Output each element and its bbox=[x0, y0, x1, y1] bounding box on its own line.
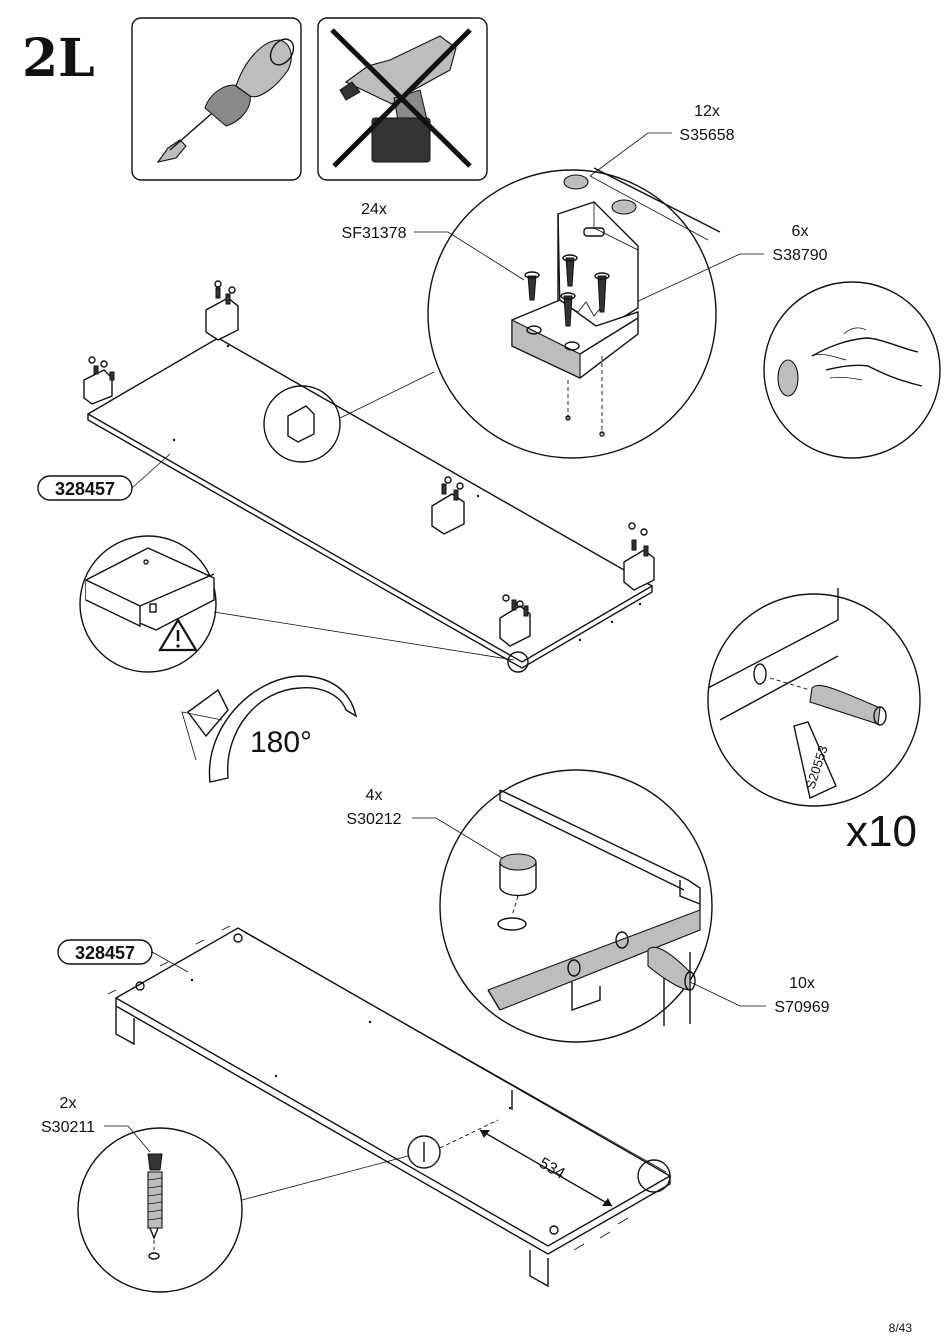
glue-repeat: x10 bbox=[846, 807, 917, 856]
part-code-s30211: S30211 bbox=[41, 1119, 95, 1136]
glue-tube-icon bbox=[793, 721, 837, 799]
edge-warning-detail-circle bbox=[79, 535, 515, 673]
step-label: 2L bbox=[22, 28, 95, 89]
page-number: 8/43 bbox=[889, 1321, 913, 1335]
part-qty-s70969: 10x bbox=[789, 975, 815, 992]
part-qty-s30211: 2x bbox=[60, 1095, 77, 1112]
warning-icon bbox=[158, 617, 198, 652]
power-drill-icon bbox=[317, 17, 488, 181]
dowel-screw-detail-circle bbox=[77, 1127, 409, 1293]
part-qty-s38790: 6x bbox=[792, 223, 809, 240]
part-code-s30212: S30212 bbox=[346, 811, 401, 828]
panel-328457-top bbox=[83, 280, 655, 673]
cam-lock-detail-circle bbox=[439, 769, 713, 1043]
rotation-label: 180° bbox=[250, 726, 312, 759]
part-code-s35658: S35658 bbox=[679, 127, 734, 144]
part-code-s38790: S38790 bbox=[772, 247, 827, 264]
part-code-s70969: S70969 bbox=[774, 999, 829, 1016]
panel-id-bottom: 328457 bbox=[75, 943, 135, 963]
panel-id-badge-top: 328457 bbox=[37, 453, 171, 501]
part-qty-sf31378: 24x bbox=[361, 201, 387, 218]
bracket-detail-circle bbox=[427, 167, 721, 459]
panel-328457-bottom: 534 bbox=[107, 925, 672, 1288]
glue-dowel-detail-circle: S20553 bbox=[707, 588, 921, 807]
part-qty-s35658: 12x bbox=[694, 103, 720, 120]
part-qty-s30212: 4x bbox=[366, 787, 383, 804]
part-code-sf31378: SF31378 bbox=[342, 225, 407, 242]
panel-id-badge-bottom: 328457 bbox=[57, 939, 189, 973]
panel-id-top: 328457 bbox=[55, 479, 115, 499]
press-cap-detail-circle bbox=[763, 281, 941, 459]
rotate-180-icon bbox=[181, 675, 358, 783]
screwdriver-icon bbox=[131, 17, 302, 181]
forbidden-cross-icon bbox=[330, 28, 472, 168]
